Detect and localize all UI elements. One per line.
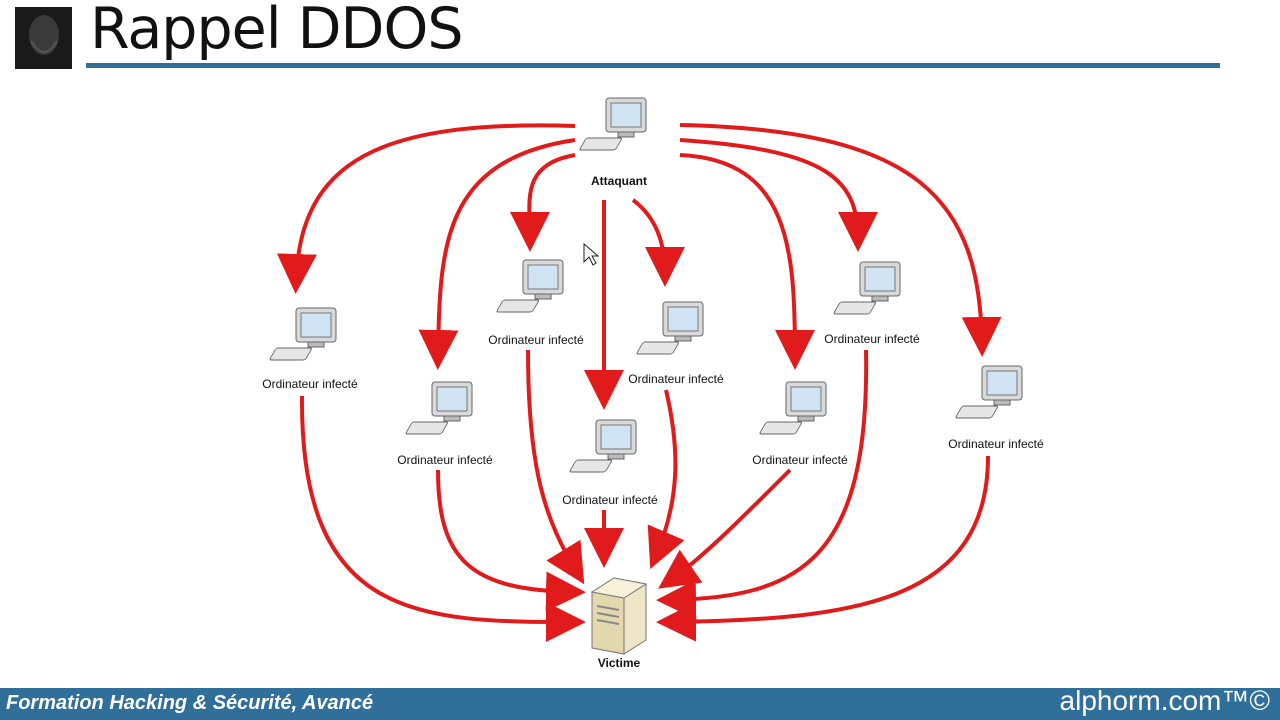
infected-node-4: Ordinateur infecté <box>628 301 724 386</box>
ddos-diagram: Attaquant Ordinateur infecté Ordinateur … <box>262 97 1044 670</box>
page-title: Rappel DDOS <box>90 0 463 62</box>
infected-label: Ordinateur infecté <box>752 453 848 467</box>
arrow-pc3-to-victim <box>526 349 585 585</box>
arrow-pc8-to-victim <box>656 455 990 642</box>
course-title: Formation Hacking & Sécurité, Avancé <box>6 692 374 714</box>
infected-node-3: Ordinateur infecté <box>488 259 584 347</box>
flood-arrows <box>299 349 990 642</box>
infected-computer-icon <box>568 419 637 473</box>
infected-computer-icon <box>404 381 473 435</box>
arrow-attacker-to-pc1 <box>276 123 576 294</box>
infected-node-5: Ordinateur infecté <box>562 419 658 507</box>
brand-logo-text: alphorm.com™© <box>1059 685 1270 716</box>
footer-bar: Formation Hacking & Sécurité, Avancé alp… <box>0 685 1280 720</box>
infected-label: Ordinateur infecté <box>262 377 358 391</box>
infected-computer-icon <box>268 307 337 361</box>
infected-label: Ordinateur infecté <box>824 332 920 346</box>
infected-node-8: Ordinateur infecté <box>948 365 1044 451</box>
arrow-pc7-to-victim <box>656 349 869 620</box>
infected-computer-icon <box>954 365 1023 419</box>
attacker-computer-icon <box>578 97 647 151</box>
arrow-attacker-to-pc3 <box>509 153 576 252</box>
infected-node-1: Ordinateur infecté <box>262 307 358 391</box>
arrow-pc1-to-victim <box>299 395 586 642</box>
infected-label: Ordinateur infecté <box>397 453 493 467</box>
infected-label: Ordinateur infecté <box>562 493 658 507</box>
infected-label: Ordinateur infecté <box>628 372 724 386</box>
infected-computer-icon <box>832 261 901 315</box>
arrow-attacker-to-pc6 <box>679 153 815 370</box>
infected-computer-icon <box>758 381 827 435</box>
arrow-pc6-to-victim <box>658 468 792 589</box>
arrow-attacker-to-pc4 <box>631 198 685 287</box>
attacker-node: Attaquant <box>578 97 647 188</box>
infected-node-6: Ordinateur infecté <box>752 381 848 467</box>
infected-node-7: Ordinateur infecté <box>824 261 920 346</box>
title-underline <box>86 63 1220 68</box>
arrow-pc4-to-victim <box>647 389 685 570</box>
arrow-attacker-to-pc7 <box>679 138 878 252</box>
arrow-attacker-to-pc8 <box>679 123 1002 357</box>
infected-node-2: Ordinateur infecté <box>397 381 493 467</box>
attacker-label: Attaquant <box>591 174 647 188</box>
attack-arrows <box>276 123 1002 410</box>
infected-label: Ordinateur infecté <box>488 333 584 347</box>
arrow-attacker-to-pc2 <box>418 138 576 370</box>
victim-node: Victime <box>590 577 648 670</box>
infected-label: Ordinateur infecté <box>948 437 1044 451</box>
victim-label: Victime <box>598 656 641 670</box>
anonymous-mask-logo <box>15 7 72 69</box>
infected-computer-icon <box>495 259 564 313</box>
server-icon <box>590 577 648 655</box>
infected-computer-icon <box>635 301 704 355</box>
mouse-cursor-icon <box>583 242 600 266</box>
arrow-pc2-to-victim <box>436 469 586 612</box>
